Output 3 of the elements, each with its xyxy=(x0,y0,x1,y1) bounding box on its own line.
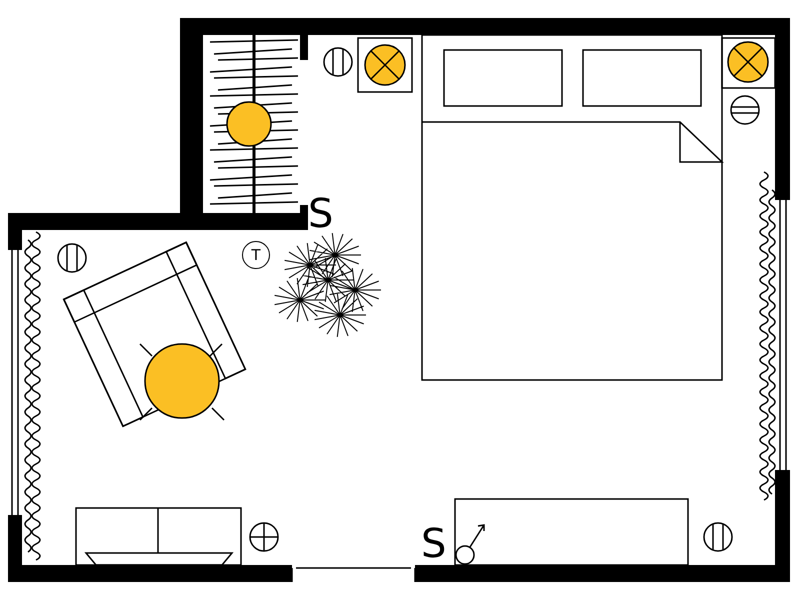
switch-label: S xyxy=(308,194,334,234)
switch-label: S xyxy=(421,524,446,564)
thermostat-symbol: T xyxy=(242,241,270,269)
